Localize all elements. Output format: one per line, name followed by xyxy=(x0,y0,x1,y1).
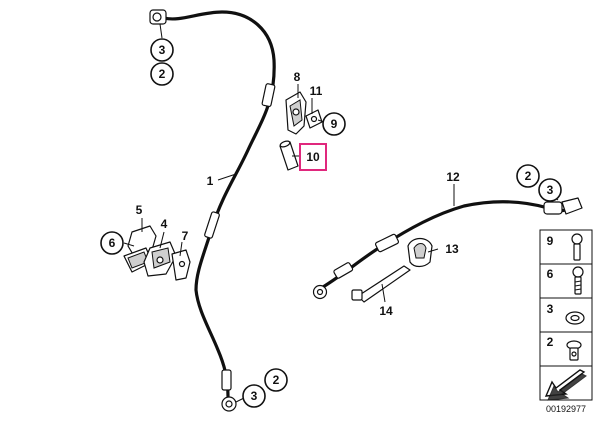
svg-text:2: 2 xyxy=(525,169,532,183)
arrow-icon xyxy=(544,369,587,401)
svg-text:2: 2 xyxy=(547,335,554,349)
banjo-bolt-icon xyxy=(566,340,582,361)
label-13: 13 xyxy=(445,242,459,256)
label-7: 7 xyxy=(182,229,189,243)
callout-9: 9 xyxy=(322,112,346,136)
washer-icon xyxy=(565,311,585,325)
svg-text:6: 6 xyxy=(547,267,554,281)
leader-lines xyxy=(123,23,559,403)
svg-text:10: 10 xyxy=(306,150,320,164)
highlighted-part-10[interactable]: 10 xyxy=(299,143,327,171)
label-1: 1 xyxy=(207,174,214,188)
svg-text:2: 2 xyxy=(273,373,280,387)
label-4: 4 xyxy=(161,217,168,231)
bolt-long-icon xyxy=(571,233,583,261)
brake-line-1 xyxy=(149,9,276,412)
label-8: 8 xyxy=(294,70,301,84)
clamp-13 xyxy=(407,237,433,268)
brake-line-12 xyxy=(312,197,583,300)
callout-right-2: 2 xyxy=(516,164,540,188)
holder-assembly xyxy=(123,225,191,281)
callout-bottom-3: 3 xyxy=(242,384,266,408)
screw-icon xyxy=(572,266,584,295)
svg-text:3: 3 xyxy=(251,389,258,403)
svg-text:2: 2 xyxy=(159,67,166,81)
callout-bottom-2: 2 xyxy=(264,368,288,392)
svg-text:3: 3 xyxy=(159,43,166,57)
top-fitting-bolt-icon xyxy=(152,12,162,22)
svg-text:3: 3 xyxy=(547,183,554,197)
cable-tie-14 xyxy=(351,265,411,303)
label-11: 11 xyxy=(310,84,323,98)
label-12: 12 xyxy=(446,170,460,184)
label-5: 5 xyxy=(136,203,143,217)
diagram-id: 00192977 xyxy=(546,404,586,414)
svg-text:6: 6 xyxy=(109,236,116,250)
svg-text:9: 9 xyxy=(331,117,338,131)
bracket-8 xyxy=(285,91,307,135)
svg-text:9: 9 xyxy=(547,234,554,248)
sleeve-10 xyxy=(279,140,299,171)
clip-11 xyxy=(305,109,323,129)
label-14: 14 xyxy=(379,304,393,318)
callout-top-2: 2 xyxy=(150,62,174,86)
legend-cell-2 xyxy=(539,331,593,367)
callout-top-3: 3 xyxy=(150,38,174,62)
callout-6: 6 xyxy=(100,231,124,255)
callout-right-3: 3 xyxy=(538,178,562,202)
parts-legend: 9 6 3 2 xyxy=(539,229,593,401)
svg-text:3: 3 xyxy=(547,302,554,316)
